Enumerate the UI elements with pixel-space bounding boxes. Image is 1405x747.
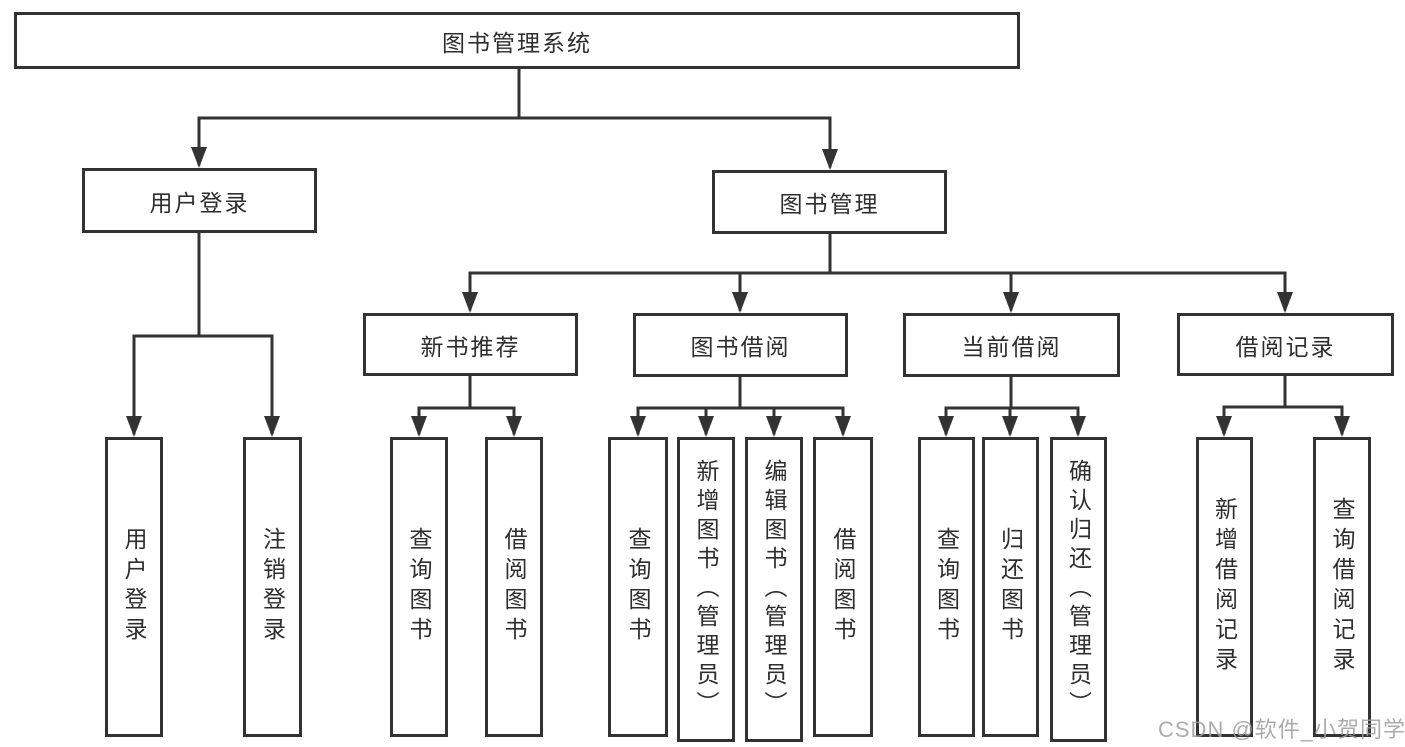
node-new-book-recommend: 新书推荐 (363, 313, 578, 376)
node-user-login: 用户登录 (82, 168, 317, 233)
leaf-borrow-add-book-admin: 新增图书（管理员） (677, 437, 735, 742)
leaf-borrow-edit-book-admin: 编辑图书（管理员） (745, 437, 803, 742)
leaf-current-return-book: 归还图书 (982, 437, 1039, 737)
leaf-newbook-query-book: 查询图书 (390, 437, 448, 737)
leaf-user-login: 用户登录 (105, 437, 163, 737)
leaf-record-query-borrow-record: 查询借阅记录 (1313, 437, 1371, 737)
leaf-record-add-borrow-record: 新增借阅记录 (1196, 437, 1253, 737)
leaf-newbook-borrow-book: 借阅图书 (485, 437, 543, 737)
node-book-borrow: 图书借阅 (633, 313, 848, 377)
node-current-borrow: 当前借阅 (903, 313, 1120, 377)
leaf-current-confirm-return-admin: 确认归还（管理员） (1050, 437, 1107, 742)
leaf-logout: 注销登录 (243, 437, 302, 737)
leaf-borrow-borrow-book: 借阅图书 (813, 437, 873, 737)
node-book-management: 图书管理 (712, 170, 947, 234)
leaf-borrow-query-book: 查询图书 (608, 437, 668, 737)
watermark: CSDN @软件_小贺同学 (1158, 717, 1405, 742)
node-borrow-record: 借阅记录 (1177, 313, 1394, 376)
node-library-management-system: 图书管理系统 (14, 12, 1020, 69)
leaf-current-query-book: 查询图书 (918, 437, 975, 737)
